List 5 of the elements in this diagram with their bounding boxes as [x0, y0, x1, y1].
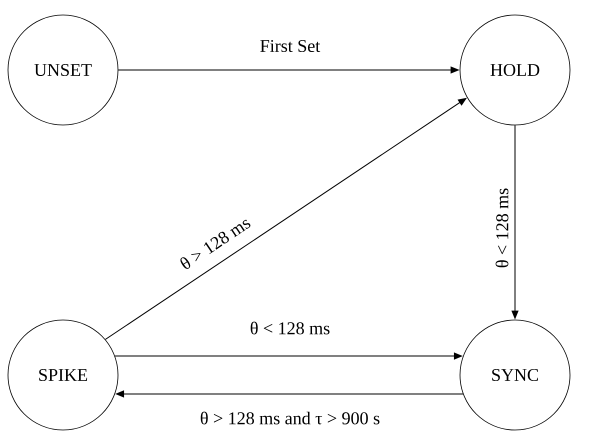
edge-label: First Set: [258, 38, 322, 54]
edge-label: θ < 128 ms: [494, 186, 510, 270]
edge-label: θ < 128 ms: [248, 320, 332, 336]
edge-label: θ > 128 ms: [176, 214, 254, 272]
edge-label: θ > 128 ms and τ > 900 s: [198, 410, 382, 426]
